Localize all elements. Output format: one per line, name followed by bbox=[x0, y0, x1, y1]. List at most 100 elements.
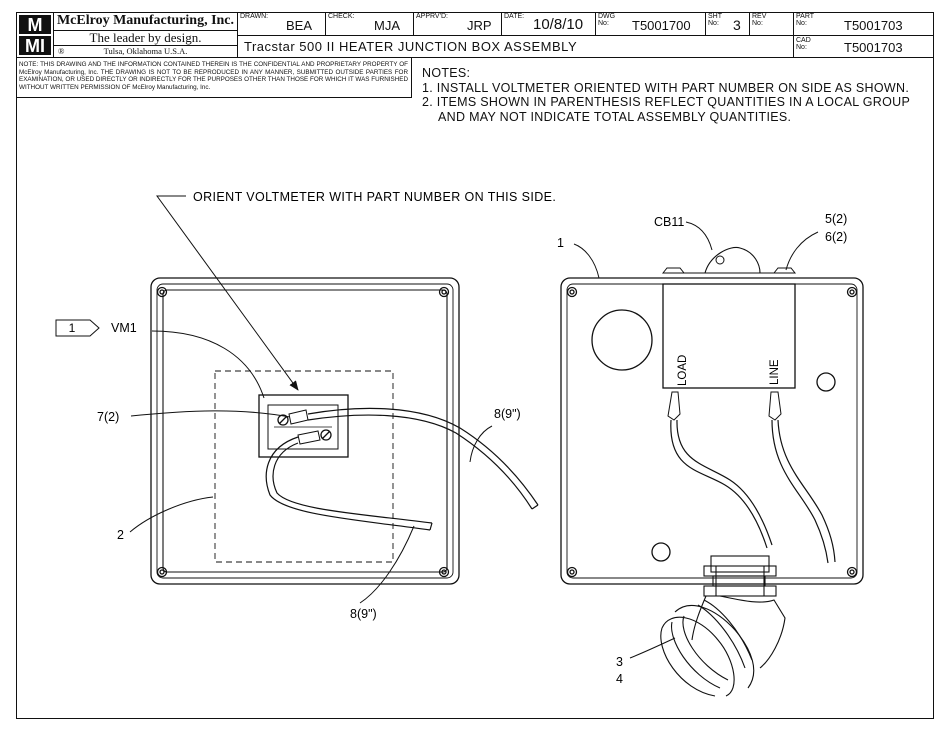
item-1-flag-number: 1 bbox=[69, 321, 76, 335]
logo-text-bottom: MI bbox=[25, 36, 45, 56]
voltmeter-body bbox=[258, 394, 349, 458]
box-screw-holes bbox=[566, 286, 858, 578]
right-view-leaders bbox=[573, 221, 819, 659]
date-value: 10/8/10 bbox=[533, 16, 584, 33]
item-2-label: 2 bbox=[117, 528, 124, 542]
dwg-value: T5001700 bbox=[632, 18, 691, 33]
check-cell: CHECK: MJA bbox=[326, 12, 414, 36]
box-inner-edge bbox=[566, 283, 858, 579]
item-8-right-leader bbox=[469, 425, 493, 463]
item-1-flag-outline bbox=[55, 319, 100, 337]
drawing-sheet-border bbox=[16, 12, 934, 719]
part-cell: PART No: T5001703 bbox=[794, 12, 934, 36]
mmi-logo: M MI bbox=[16, 12, 54, 58]
company-name: McElroy Manufacturing, Inc. bbox=[56, 13, 235, 28]
apprvd-value: JRP bbox=[467, 18, 492, 33]
cord-grip-fitting bbox=[660, 555, 786, 697]
sheet-label: SHT No: bbox=[708, 13, 722, 27]
logo-text-top: M bbox=[28, 15, 43, 35]
date-cell: DATE: 10/8/10 bbox=[502, 12, 596, 36]
drawn-cell: DRAWN: BEA bbox=[238, 12, 326, 36]
date-label: DATE: bbox=[504, 13, 525, 20]
wire-8-upper-b bbox=[307, 414, 533, 510]
box-outer-edge bbox=[560, 277, 864, 585]
junction-box-cover-view bbox=[150, 277, 539, 585]
item-8-right-label: 8(9") bbox=[494, 407, 521, 421]
dwg-label: DWG No: bbox=[598, 13, 616, 27]
item-3-4-leader bbox=[629, 637, 676, 659]
load-terminal bbox=[667, 391, 681, 421]
item-4-label: 4 bbox=[616, 672, 623, 686]
circuit-breaker-body bbox=[662, 283, 796, 389]
item-5-6-leader bbox=[785, 231, 819, 271]
rev-label: REV No: bbox=[752, 13, 767, 27]
junction-box-interior-view bbox=[560, 246, 864, 697]
line-wire-b bbox=[777, 419, 836, 563]
part-label: PART No: bbox=[796, 13, 814, 27]
line-terminal bbox=[768, 391, 782, 421]
cb11-label: CB11 bbox=[654, 215, 684, 229]
wire-8-upper-a bbox=[307, 407, 539, 506]
item-5-label: 5(2) bbox=[825, 212, 847, 226]
knockout-hole-bottom bbox=[651, 542, 671, 562]
item-8-bottom-label: 8(9") bbox=[350, 607, 377, 621]
part-value: T5001703 bbox=[844, 18, 903, 33]
wire-8-lower-b bbox=[272, 442, 433, 524]
cad-value: T5001703 bbox=[844, 40, 903, 55]
cad-label: CAD No: bbox=[796, 37, 811, 51]
load-wire-a bbox=[670, 419, 768, 549]
note-2-continued: AND MAY NOT INDICATE TOTAL ASSEMBLY QUAN… bbox=[438, 109, 792, 124]
cover-outer-edge bbox=[150, 277, 460, 585]
vm1-label: VM1 bbox=[111, 321, 137, 335]
load-wire-b bbox=[676, 419, 773, 546]
item-8-bottom-leader bbox=[359, 525, 415, 604]
note-1: 1. INSTALL VOLTMETER ORIENTED WITH PART … bbox=[422, 80, 910, 95]
line-wire-a bbox=[771, 419, 829, 564]
knockout-hole-large bbox=[591, 309, 653, 371]
company-block: McElroy Manufacturing, Inc. The leader b… bbox=[54, 12, 238, 58]
item-7-leader bbox=[130, 410, 291, 418]
drawing-title: Tracstar 500 II HEATER JUNCTION BOX ASSE… bbox=[244, 39, 578, 54]
drawn-label: DRAWN: bbox=[240, 13, 269, 20]
rev-cell: REV No: bbox=[750, 12, 794, 36]
voltmeter-terminal-screws bbox=[277, 414, 332, 441]
item-7-label: 7(2) bbox=[97, 410, 119, 424]
drawn-value: BEA bbox=[286, 18, 313, 33]
notes-heading: NOTES: bbox=[422, 66, 471, 80]
item-1-leader bbox=[573, 243, 600, 279]
apprvd-label: APPRV'D: bbox=[416, 13, 448, 20]
cover-screw-holes bbox=[156, 286, 450, 578]
title-cell: Tracstar 500 II HEATER JUNCTION BOX ASSE… bbox=[238, 36, 794, 58]
company-tagline: The leader by design. bbox=[54, 30, 237, 46]
cad-cell: CAD No: T5001703 bbox=[794, 36, 934, 58]
vm1-leader bbox=[151, 330, 265, 399]
left-view-leaders bbox=[129, 195, 493, 604]
cb11-leader bbox=[685, 221, 713, 251]
cover-gasket bbox=[162, 289, 448, 573]
apprvd-cell: APPRV'D: JRP bbox=[414, 12, 502, 36]
item-2-leader bbox=[129, 496, 214, 533]
item-6-label: 6(2) bbox=[825, 230, 847, 244]
check-value: MJA bbox=[374, 18, 400, 33]
load-label: LOAD bbox=[677, 355, 689, 386]
check-label: CHECK: bbox=[328, 13, 355, 20]
sheet-cell: SHT No: 3 bbox=[706, 12, 750, 36]
mounting-plate-outline bbox=[214, 370, 394, 563]
notes-block: NOTES: 1. INSTALL VOLTMETER ORIENTED WIT… bbox=[422, 66, 910, 124]
company-location: Tulsa, Oklahoma U.S.A. bbox=[103, 46, 188, 56]
sheet-value: 3 bbox=[733, 17, 741, 33]
line-label: LINE bbox=[769, 359, 781, 385]
circuit-breaker-reset-button bbox=[704, 246, 761, 274]
knockout-hole-right bbox=[816, 372, 836, 392]
orient-callout: ORIENT VOLTMETER WITH PART NUMBER ON THI… bbox=[193, 190, 556, 204]
item-1-label: 1 bbox=[557, 236, 564, 250]
mmi-logo-icon: M MI bbox=[19, 15, 51, 56]
dwg-cell: DWG No: T5001700 bbox=[596, 12, 706, 36]
wire-8-lower-a bbox=[265, 436, 431, 531]
registered-mark: ® bbox=[58, 46, 65, 56]
note-2: 2. ITEMS SHOWN IN PARENTHESIS REFLECT QU… bbox=[422, 95, 911, 109]
voltmeter-terminal-block bbox=[267, 404, 339, 450]
item-3-label: 3 bbox=[616, 655, 623, 669]
confidentiality-notice: NOTE: THIS DRAWING AND THE INFORMATION C… bbox=[16, 58, 412, 98]
